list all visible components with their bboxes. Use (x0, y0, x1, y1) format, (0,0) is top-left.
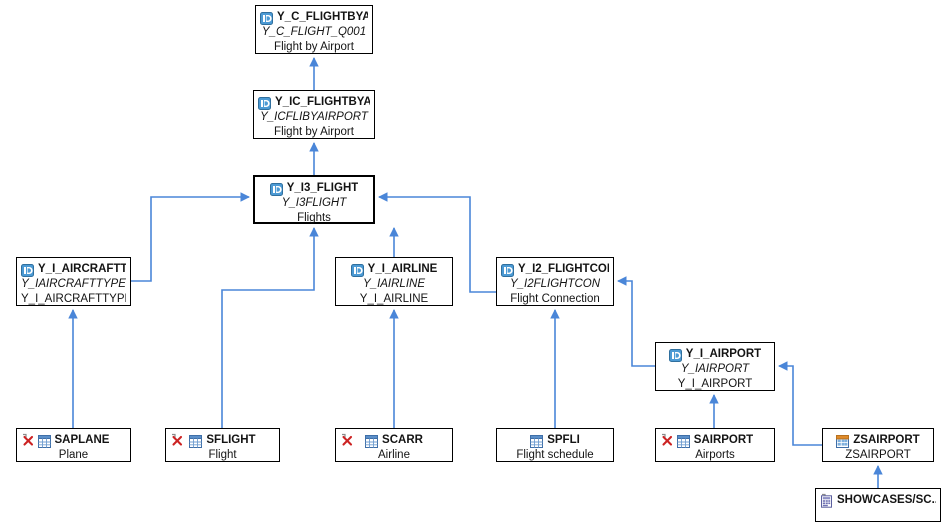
node-description: Flight (208, 449, 237, 461)
ddic-cube-icon (21, 264, 34, 277)
node-title-row: SPFLI (501, 433, 609, 448)
node-title-row: Y_I2_FLIGHTCONNE... (501, 262, 609, 277)
node-description: Y_I_AIRCRAFTTYPE (21, 293, 126, 305)
node-description: Airline (378, 449, 410, 461)
table-icon (365, 435, 379, 448)
package-icon (820, 495, 833, 508)
node-title-row: SCARR (340, 433, 448, 448)
node-description: Y_I_AIRLINE (359, 293, 429, 305)
ddic-cube-icon (668, 349, 682, 362)
node-y-i-airport[interactable]: Y_I_AIRPORT Y_IAIRPORT Y_I_AIRPORT (655, 342, 775, 391)
node-description: Flight by Airport (274, 41, 354, 53)
node-title-row: SFLIGHT (170, 433, 275, 448)
node-title-row: SHOWCASES/SC... (820, 493, 936, 508)
node-y-c-flightbyairport[interactable]: Y_C_FLIGHTBYAIRP... Y_C_FLIGHT_Q001 Flig… (255, 5, 373, 54)
edge-zsairport-to-airport (778, 361, 822, 446)
node-description: Flight schedule (516, 449, 594, 461)
node-title-row: Y_I3_FLIGHT (259, 181, 369, 196)
ddic-cube-icon (269, 183, 283, 196)
node-sflight[interactable]: SFLIGHT Flight (165, 428, 280, 462)
node-description: Flight by Airport (274, 126, 354, 138)
node-title: SFLIGHT (206, 434, 256, 446)
node-description: Airports (695, 449, 735, 461)
node-spfli[interactable]: SPFLI Flight schedule (496, 428, 614, 462)
edge-airport-to-i2 (617, 276, 655, 367)
node-title-row: SAPLANE (21, 433, 126, 448)
node-description: Plane (58, 449, 89, 461)
node-technical-name: Y_IAIRPORT (680, 363, 750, 375)
error-x-icon (170, 432, 185, 447)
node-y-i3-flight[interactable]: Y_I3_FLIGHT Y_I3FLIGHT Flights (253, 175, 375, 224)
table-icon (530, 435, 544, 448)
node-title: Y_I_AIRLINE (367, 263, 438, 275)
node-description: Flight Connection (510, 293, 600, 305)
node-sairport[interactable]: SAIRPORT Airports (655, 428, 775, 462)
node-title: SPFLI (547, 434, 580, 446)
ddic-cube-icon (260, 12, 273, 25)
node-title-row: Y_I_AIRCRAFTTYPE (21, 262, 126, 277)
node-title: Y_I_AIRCRAFTTYPE (38, 263, 126, 275)
node-title: Y_I_AIRPORT (685, 348, 762, 360)
node-title-row: Y_C_FLIGHTBYAIRP... (260, 10, 368, 25)
node-scarr[interactable]: SCARR Airline (335, 428, 453, 462)
node-description: ZSAIRPORT (845, 449, 911, 461)
node-description: Y_I_AIRPORT (677, 378, 753, 390)
table-icon (189, 435, 203, 448)
error-x-icon (660, 432, 675, 447)
node-saplane[interactable]: SAPLANE Plane (16, 428, 131, 462)
node-title: Y_I3_FLIGHT (286, 182, 359, 194)
node-title-row: Y_I_AIRLINE (340, 262, 448, 277)
node-showcases-sc[interactable]: SHOWCASES/SC... (815, 488, 941, 522)
node-title: SAIRPORT (693, 434, 754, 446)
node-technical-name: Y_C_FLIGHT_Q001 (261, 26, 367, 38)
table-icon (676, 435, 690, 448)
node-title-row: ZSAIRPORT (827, 433, 929, 448)
node-title: Y_I2_FLIGHTCONNE... (518, 263, 609, 275)
node-technical-name: Y_I3FLIGHT (281, 197, 347, 209)
node-title: SCARR (382, 434, 423, 446)
node-y-i2-flightconnection[interactable]: Y_I2_FLIGHTCONNE... Y_I2FLIGHTCON Flight… (496, 257, 614, 306)
node-technical-name: Y_ICFLIBYAIRPORT (260, 111, 368, 123)
edge-sflight-to-i3 (221, 227, 319, 428)
node-title: ZSAIRPORT (853, 434, 920, 446)
node-title: Y_IC_FLIGHTBYAIRP... (275, 96, 370, 108)
node-zsairport[interactable]: ZSAIRPORT ZSAIRPORT (822, 428, 934, 462)
node-y-ic-flightbyairport[interactable]: Y_IC_FLIGHTBYAIRP... Y_ICFLIBYAIRPORT Fl… (253, 90, 375, 139)
node-description: Flights (297, 212, 331, 224)
node-title-row: Y_I_AIRPORT (660, 347, 770, 362)
node-title-row: Y_IC_FLIGHTBYAIRP... (258, 95, 370, 110)
node-title-row: SAIRPORT (660, 433, 770, 448)
error-x-icon (340, 432, 355, 447)
node-technical-name: Y_IAIRLINE (363, 278, 425, 290)
node-technical-name: Y_I2FLIGHTCON (509, 278, 601, 290)
edge-aircrafttype-to-i3 (131, 192, 250, 282)
node-title: SAPLANE (54, 434, 110, 446)
ddic-cube-icon (501, 264, 514, 277)
node-y-i-airline[interactable]: Y_I_AIRLINE Y_IAIRLINE Y_I_AIRLINE (335, 257, 453, 306)
view-table-icon (836, 435, 850, 448)
node-technical-name: Y_IAIRCRAFTTYPE (21, 278, 126, 290)
node-y-i-aircrafttype[interactable]: Y_I_AIRCRAFTTYPE Y_IAIRCRAFTTYPE Y_I_AIR… (16, 257, 131, 306)
node-title: Y_C_FLIGHTBYAIRP... (277, 11, 368, 23)
error-x-icon (21, 432, 36, 447)
ddic-cube-icon (258, 97, 271, 110)
table-icon (37, 435, 51, 448)
ddic-cube-icon (350, 264, 364, 277)
node-title: SHOWCASES/SC... (837, 494, 936, 506)
